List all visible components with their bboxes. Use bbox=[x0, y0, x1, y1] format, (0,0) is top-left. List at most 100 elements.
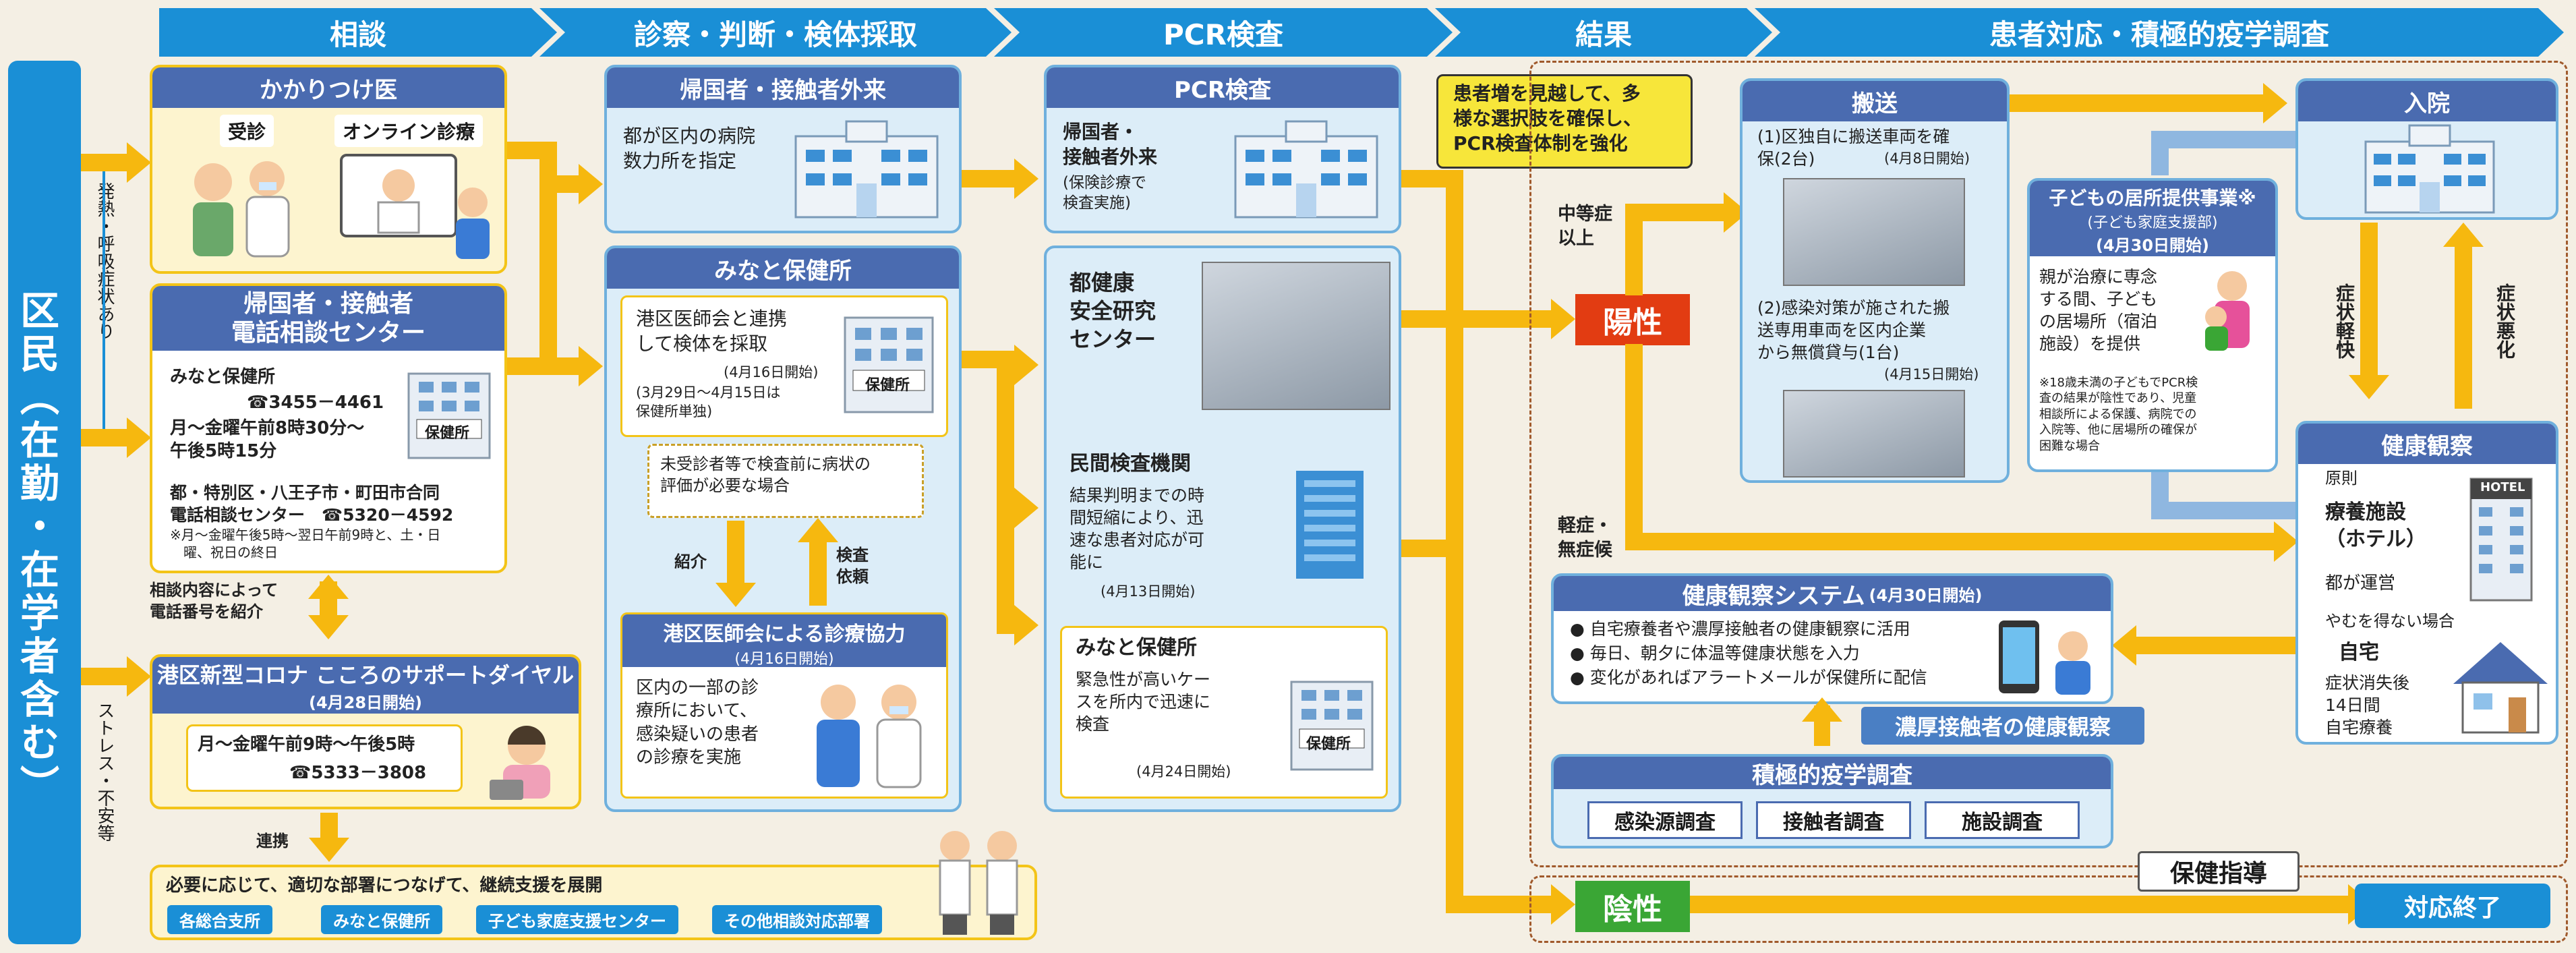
pcr-minato-box: みなと保健所 緊急性が高いケー スを所内で迅速に 検査 (4月24日開始) 保健… bbox=[1060, 626, 1388, 799]
minato-hc-panel: みなと保健所 港区医師会と連携 して検体を採取 (4月16日開始) (3月29日… bbox=[604, 246, 962, 812]
health-center-building-icon bbox=[1290, 681, 1374, 771]
health-observe-panel: 健康観察 原則 療養施設 （ホテル） 都が運営 HOTEL やむを得ない場合 自… bbox=[2295, 421, 2558, 745]
symptom-label: 発熱・呼吸症状あり bbox=[93, 182, 117, 340]
close-contact-label: 濃厚接触者の健康観察 bbox=[1861, 707, 2144, 745]
outpatient-text: 都が区内の病院 数力所を指定 bbox=[623, 125, 756, 172]
van-photo bbox=[1783, 390, 1965, 478]
center-tel1: ☎3455－4461 bbox=[247, 393, 384, 413]
minato-collect-text: 港区医師会と連携 して検体を採取 bbox=[636, 308, 788, 355]
child-header: 子どもの居所提供事業※ (子ども家庭支援部) (4月30日開始) bbox=[2030, 181, 2275, 256]
arrow bbox=[809, 538, 827, 606]
minato-collect-box: 港区医師会と連携 して検体を採取 (4月16日開始) (3月29日～4月15日は… bbox=[620, 295, 948, 437]
unexamined-text: 未受診者等で検査前に病状の 評価が必要な場合 bbox=[660, 455, 871, 495]
health-center-sign: 保健所 bbox=[865, 377, 910, 394]
negative-region bbox=[1529, 875, 2568, 943]
health-center-building-icon bbox=[407, 372, 491, 459]
tag-other: その他相談対応部署 bbox=[712, 905, 882, 934]
connector bbox=[1446, 170, 1463, 912]
pcr-private: 民間検査機関 bbox=[1070, 452, 1191, 475]
arrow bbox=[1446, 310, 1554, 328]
stage-response: 患者対応・積極的疫学調査 bbox=[1755, 8, 2564, 57]
arrow-head bbox=[308, 615, 349, 639]
arrow bbox=[2135, 637, 2295, 654]
connector bbox=[997, 351, 1014, 634]
child-title: 子どもの居所提供事業※ bbox=[2049, 187, 2256, 209]
minato-collect-date2: (3月29日～4月15日は 保健所単独) bbox=[636, 384, 781, 420]
tag-minato: みなと保健所 bbox=[321, 905, 442, 934]
ishikai-title: 港区医師会による診療協力 bbox=[663, 623, 906, 646]
arrow-head bbox=[2443, 223, 2484, 247]
ishikai-box: 港区医師会による診療協力 (4月16日開始) 区内の一部の診 療所において、 感… bbox=[620, 612, 948, 799]
support-date: (4月28日開始) bbox=[308, 693, 423, 712]
child-note: ※18歳未満の子どもでPCR検 査の結果が陰性であり、児童 相談所による保護、病… bbox=[2039, 376, 2198, 453]
hospital-panel: 入院 bbox=[2295, 78, 2558, 220]
epi-title: 積極的疫学調査 bbox=[1554, 757, 2111, 789]
connector bbox=[1625, 344, 1643, 546]
pcr-lab: 都健康 安全研究 センター bbox=[1070, 270, 1157, 353]
arrow-head bbox=[127, 656, 151, 697]
stage-exam: 診察・判断・検体採取 bbox=[539, 8, 1012, 57]
pcr-minato-text: 緊急性が高いケー スを所内で迅速に 検査 bbox=[1076, 670, 1211, 734]
pcr-labs-panel: 都健康 安全研究 センター 民間検査機関 結果判明までの時 間短縮により、迅 速… bbox=[1044, 246, 1401, 812]
arrow-head bbox=[1014, 488, 1038, 528]
phone-center-panel: 帰国者・接触者 電話相談センター みなと保健所 ☎3455－4461 月～金曜午… bbox=[150, 283, 507, 573]
hospital-icon bbox=[1234, 120, 1378, 219]
outpatient-title: 帰国者・接触者外来 bbox=[607, 67, 959, 108]
connector bbox=[962, 351, 999, 368]
callout-text: 患者増を見越して、多 様な選択肢を確保し、 PCR検査体制を強化 bbox=[1453, 82, 1643, 154]
arrow bbox=[539, 175, 580, 193]
pcr-outpatient: 帰国者・ 接触者外来 bbox=[1063, 121, 1158, 168]
worse-label: 症状悪化 bbox=[2494, 283, 2516, 359]
stage-consult: 相談 bbox=[159, 8, 557, 57]
blue-arrow bbox=[2151, 131, 2169, 175]
system-bullet: ● 自宅療養者や濃厚接触者の健康観察に活用 bbox=[1570, 619, 1910, 639]
arrow-head bbox=[2263, 83, 2287, 123]
pcr-private-date: (4月13日開始) bbox=[1101, 583, 1196, 600]
end-label: 対応終了 bbox=[2355, 884, 2550, 928]
response-region bbox=[1529, 61, 2568, 867]
transport-date2: (4月15日開始) bbox=[1884, 366, 1979, 382]
system-bullet: ● 変化があればアラートメールが保健所に配信 bbox=[1570, 668, 1927, 687]
arrow bbox=[727, 521, 744, 585]
minato-collect-date: (4月16日開始) bbox=[724, 364, 819, 380]
arrow-head bbox=[1014, 605, 1038, 645]
system-bullet: ● 毎日、朝夕に体温等健康状態を入力 bbox=[1570, 643, 1860, 663]
support-header: 港区新型コロナ こころのサポートダイヤル (4月28日開始) bbox=[152, 657, 579, 714]
stage-label: 相談 bbox=[329, 18, 386, 51]
blue-arrow bbox=[2151, 131, 2295, 148]
arrow-head bbox=[1551, 299, 1575, 339]
hospital-title: 入院 bbox=[2298, 81, 2556, 121]
hospital-icon bbox=[794, 120, 939, 219]
child-panel: 子どもの居所提供事業※ (子ども家庭支援部) (4月30日開始) 親が治療に専念… bbox=[2027, 178, 2278, 472]
better-label: 症状軽快 bbox=[2333, 283, 2355, 359]
stage-label: PCR検査 bbox=[1163, 18, 1283, 51]
arrow-head bbox=[2349, 375, 2389, 399]
minato-hc-title: みなと保健所 bbox=[607, 248, 959, 289]
parent-child-icon bbox=[2205, 271, 2250, 351]
epi-item: 感染源調査 bbox=[1587, 801, 1743, 839]
ishikai-text: 区内の一部の診 療所において、 感染疑いの患者 の診療を実施 bbox=[636, 678, 759, 768]
bottom-text: 必要に応じて、適切な部署につなげて、継続支援を展開 bbox=[166, 875, 603, 896]
arrow-head bbox=[798, 518, 838, 542]
center-city: 都・特別区・八王子市・町田市合同 電話相談センター ☎5320－4592 bbox=[170, 483, 454, 525]
unexamined-box: 未受診者等で検査前に病状の 評価が必要な場合 bbox=[647, 444, 924, 518]
center-title: 帰国者・接触者 電話相談センター bbox=[152, 286, 504, 351]
negative-badge: 陰性 bbox=[1575, 881, 1690, 932]
center-note: ※月～金曜午後5時～翌日午前9時と、土・日 曜、祝日の終日 bbox=[170, 527, 441, 561]
transport-panel: 搬送 (1)区独自に搬送車両を確 保(2台) (4月8日開始) (2)感染対策が… bbox=[1740, 78, 2010, 483]
home-text: 症状消失後 14日間 自宅療養 bbox=[2325, 673, 2410, 737]
connector bbox=[1401, 170, 1448, 187]
bottom-support-panel: 必要に応じて、適切な部署につなげて、継続支援を展開 各総合支所 みなと保健所 子… bbox=[150, 831, 1037, 940]
arrow-head bbox=[127, 142, 151, 183]
transport-date1: (4月8日開始) bbox=[1884, 150, 1970, 167]
online-consult-icon bbox=[340, 154, 490, 259]
pcr-title: PCR検査 bbox=[1047, 67, 1399, 108]
ishikai-date: (4月16日開始) bbox=[734, 651, 834, 668]
stage-result: 結果 bbox=[1435, 8, 1772, 57]
arrow-head bbox=[579, 164, 603, 204]
stage-pcr: PCR検査 bbox=[994, 8, 1453, 57]
support-dial-panel: 港区新型コロナ こころのサポートダイヤル (4月28日開始) 月～金曜午前9時～… bbox=[150, 654, 581, 809]
support-hours: 月～金曜午前9時～午後5時 bbox=[198, 734, 415, 755]
arrow-head bbox=[308, 575, 349, 599]
lab-photo bbox=[1202, 262, 1391, 410]
